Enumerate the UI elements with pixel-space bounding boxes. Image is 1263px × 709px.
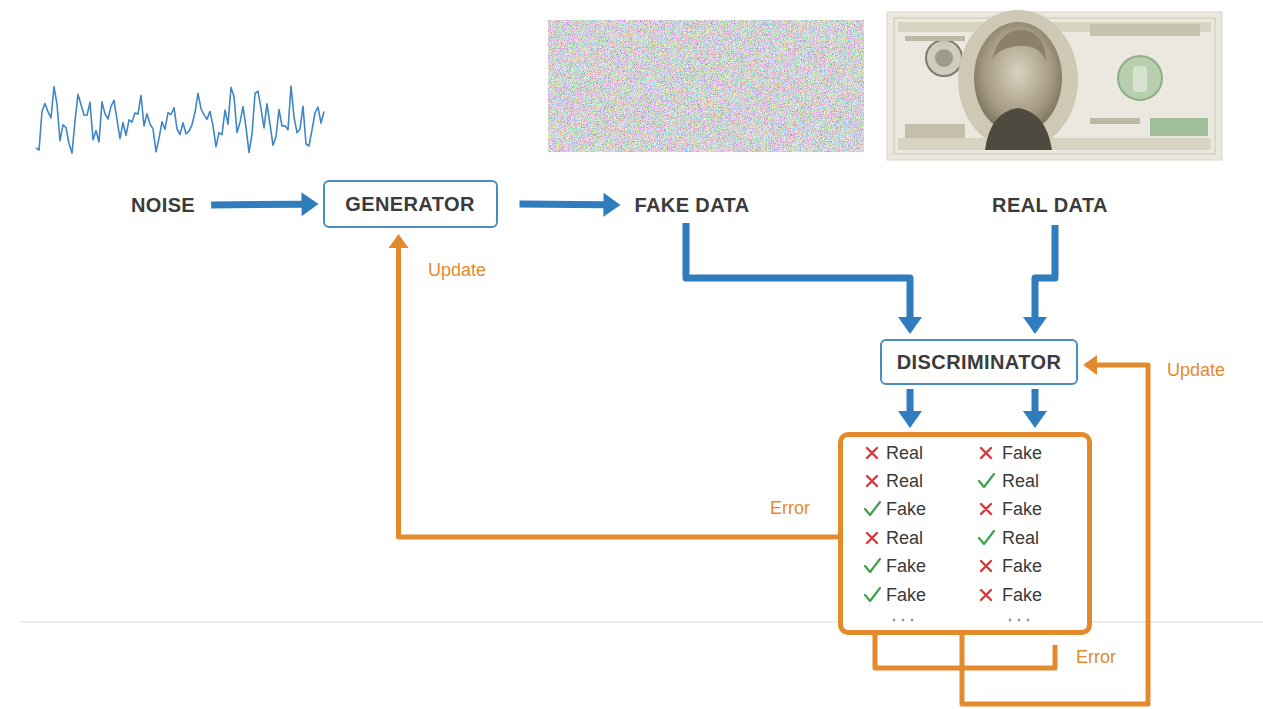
connector-line	[211, 201, 303, 209]
process-box: DISCRIMINATOR	[880, 339, 1078, 385]
table-cell: Real	[886, 470, 923, 492]
cross-mark	[981, 448, 991, 458]
cross-mark	[981, 590, 991, 600]
connector-line	[1032, 389, 1039, 413]
ellipsis-dot	[1009, 619, 1012, 622]
data-label: FAKE DATA	[630, 191, 753, 219]
node-text: DISCRIMINATOR	[897, 350, 1061, 374]
error-bracket	[875, 635, 1055, 668]
data-label: REAL DATA	[988, 191, 1112, 219]
process-box: GENERATOR	[323, 180, 498, 228]
ellipsis-dot	[1018, 619, 1021, 622]
cross-mark	[867, 448, 877, 458]
node-text: FAKE DATA	[634, 194, 749, 216]
table-cell: Fake	[886, 555, 926, 577]
check-mark	[979, 531, 994, 544]
edge-label: Error	[1073, 646, 1119, 668]
arrow-head	[1023, 411, 1047, 428]
connector	[389, 234, 839, 537]
table-cell: Fake	[886, 498, 926, 520]
ellipsis-dot	[902, 619, 905, 622]
noise-wave	[36, 86, 324, 153]
table-cell: Fake	[1002, 498, 1042, 520]
table-cell: Fake	[1002, 584, 1042, 606]
table-cell: Real	[1002, 527, 1039, 549]
connector	[686, 223, 922, 334]
arrow-head	[389, 234, 409, 248]
arrow-head	[898, 411, 922, 428]
arrow-head	[603, 193, 620, 217]
node-text: GENERATOR	[345, 192, 475, 216]
connector	[520, 193, 621, 217]
connector	[1023, 389, 1047, 428]
update-label: Update	[1164, 359, 1228, 381]
ellipsis-dot	[893, 619, 896, 622]
table-cell: Real	[1002, 470, 1039, 492]
cross-mark	[981, 561, 991, 571]
edge-label: Error	[767, 497, 813, 519]
table-cell: Fake	[1002, 442, 1042, 464]
connector-line	[1035, 225, 1055, 319]
table-cell: Real	[886, 442, 923, 464]
table-cell: Real	[886, 527, 923, 549]
update-label: Update	[425, 259, 489, 281]
ellipsis-dot	[911, 619, 914, 622]
cross-mark	[867, 533, 877, 543]
mark-layer	[843, 437, 1087, 630]
connector-line	[520, 201, 606, 209]
connector	[898, 389, 922, 428]
result-table: RealFakeRealRealFakeFakeRealRealFakeFake…	[838, 432, 1092, 635]
check-mark	[865, 588, 880, 601]
node-text: NOISE	[131, 194, 195, 216]
check-mark	[865, 502, 880, 515]
connector-line	[399, 246, 839, 537]
connector-line	[686, 223, 910, 319]
input-label: NOISE	[127, 191, 199, 219]
arrow-head	[898, 317, 922, 334]
connector	[211, 192, 318, 216]
connector-line	[907, 389, 914, 413]
check-mark	[865, 559, 880, 572]
arrow-head	[1083, 355, 1097, 375]
noise-image	[548, 20, 864, 152]
cross-mark	[867, 476, 877, 486]
cross-mark	[981, 504, 991, 514]
table-cell: Fake	[1002, 555, 1042, 577]
arrow-head	[1023, 317, 1047, 334]
node-text: REAL DATA	[992, 194, 1108, 216]
table-cell: Fake	[886, 584, 926, 606]
check-mark	[979, 474, 994, 487]
ellipsis-dot	[1027, 619, 1030, 622]
connector	[1023, 225, 1055, 334]
arrow-head	[301, 192, 318, 216]
